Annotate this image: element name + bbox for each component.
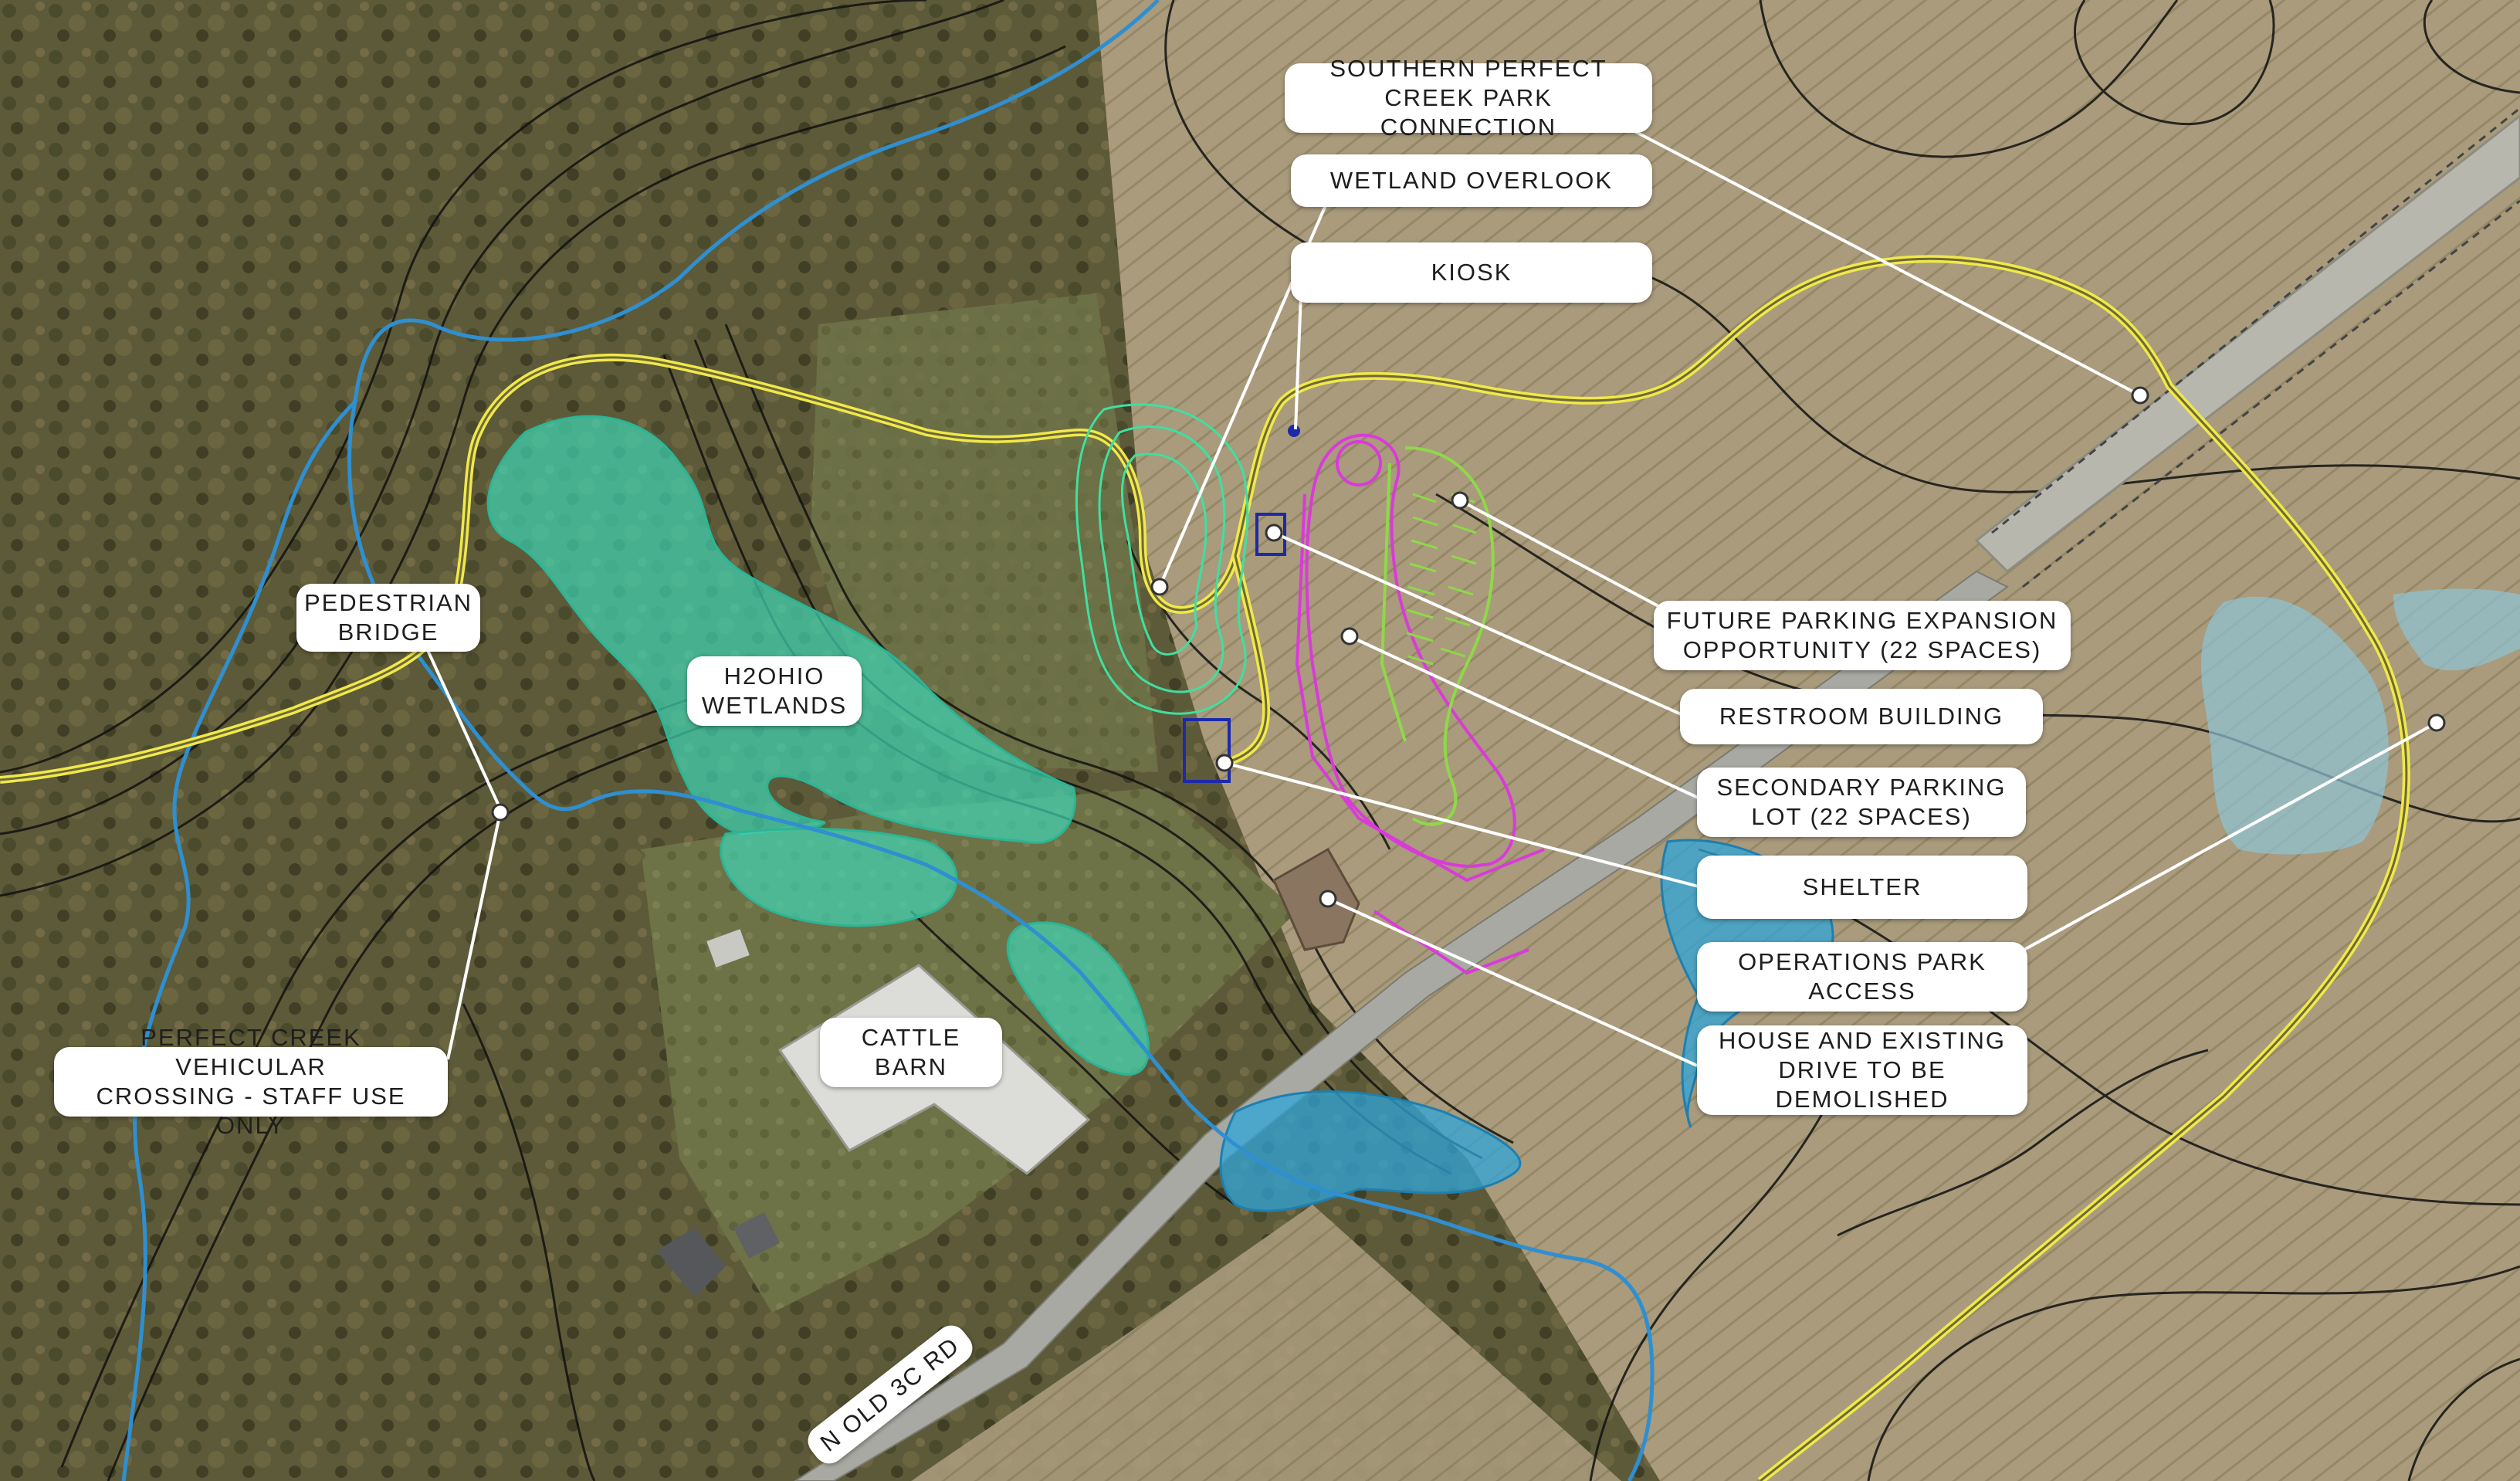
restroom-building-footprint: [1255, 513, 1286, 556]
callout-operations-access: OPERATIONS PARK ACCESS: [1697, 942, 2027, 1012]
callout-southern-connection: SOUTHERN PERFECT CREEK PARK CONNECTION: [1285, 55, 1652, 141]
proposed-structures: [1183, 425, 1300, 783]
kiosk-marker: [1288, 425, 1300, 437]
callout-vehicular-crossing: PERFECT CREEK VEHICULAR CROSSING - STAFF…: [54, 1024, 448, 1139]
callout-wetland-overlook: WETLAND OVERLOOK: [1291, 154, 1652, 207]
callout-kiosk: KIOSK: [1291, 242, 1652, 303]
callout-h2ohio-wetlands: H2OHIO WETLANDS: [687, 656, 862, 726]
trail-network: [0, 255, 2410, 1481]
parking-lots: [1295, 433, 1545, 975]
leader-dots: [491, 386, 2446, 908]
callout-pedestrian-bridge: PEDESTRIAN BRIDGE: [296, 584, 480, 652]
callout-secondary-parking: SECONDARY PARKING LOT (22 SPACES): [1697, 768, 2026, 837]
highway: [1974, 107, 2520, 588]
callout-house-demolish: HOUSE AND EXISTING DRIVE TO BE DEMOLISHE…: [1697, 1025, 2027, 1115]
callout-restroom-building: RESTROOM BUILDING: [1680, 689, 2043, 744]
callout-future-parking: FUTURE PARKING EXPANSION OPPORTUNITY (22…: [1654, 601, 2071, 670]
callout-shelter: SHELTER: [1697, 856, 2027, 919]
shelter-footprint: [1183, 718, 1231, 783]
callout-cattle-barn: CATTLE BARN: [820, 1018, 1002, 1087]
existing-buildings: [656, 847, 1360, 1297]
overlook-grading: [1075, 403, 1249, 715]
